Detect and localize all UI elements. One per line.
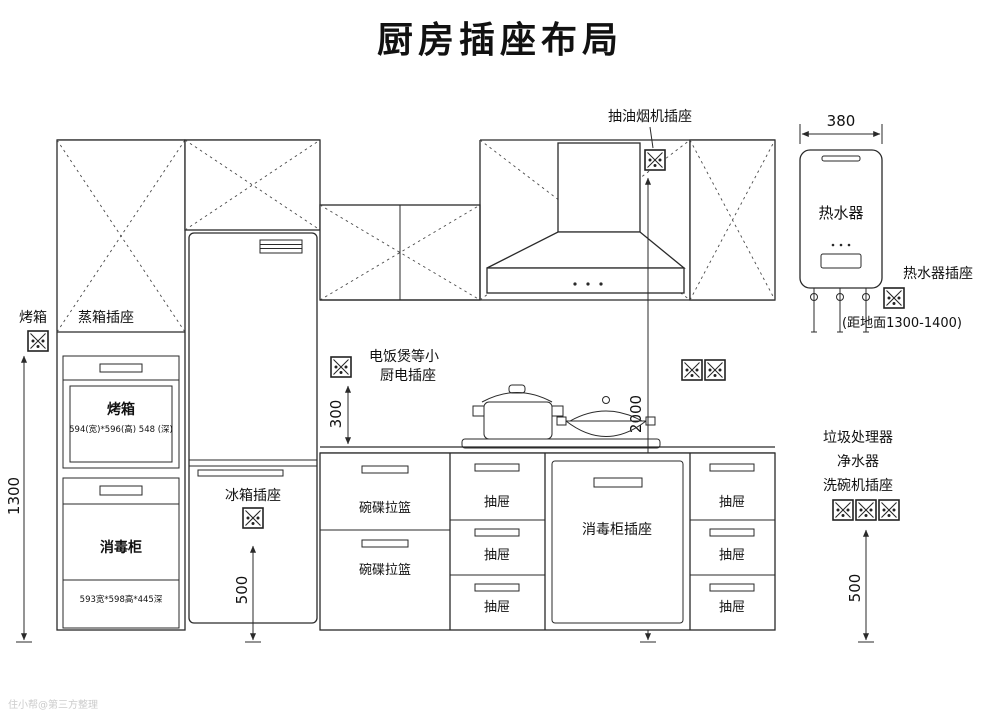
sterilizer-socket-cabinet: 消毒柜插座 [551,460,684,624]
cookware [461,384,661,449]
oven-socket-label: 烤箱 [19,310,47,326]
drawer-section-left: 抽屉 抽屉 抽屉 [450,463,545,615]
under-sink-socket-icon-1 [832,499,854,521]
hood-socket-icon [644,149,666,171]
left-tall-cabinet: 烤箱 594(宽)*596(高) 548 (深) 消毒柜 593宽*598高*4… [56,139,186,631]
water-heater-label: 热水器 [818,204,863,222]
range-hood [486,142,686,294]
dimension-2000: 2000 [627,395,645,433]
fridge-column: 冰箱插座 500 [184,139,321,643]
under-sink-socket-icon-2 [855,499,877,521]
sterilizer-cabinet: 消毒柜 593宽*598高*445深 [62,477,180,629]
built-in-oven: 烤箱 594(宽)*596(高) 548 (深) [62,355,180,469]
stove [461,438,661,449]
rice-cooker-socket-group: 电饭煲等小 厨电插座 300 [327,348,439,445]
dimension-500-fridge: 500 [233,576,251,605]
hood-socket-label: 抽油烟机插座 [608,109,692,125]
sterilizer-label: 消毒柜 [100,539,142,556]
countertop [319,446,776,631]
fridge-socket-icon [242,507,264,529]
dish-basket-section: 碗碟拉篮 碗碟拉篮 [320,465,450,578]
middle-wall-cabinets [319,204,481,301]
backsplash-socket-icon-1 [681,359,703,381]
garbage-disposal-label: 垃圾处理器 [823,430,893,446]
dimension-300: 300 [327,400,345,429]
drawer-label-1: 抽屉 [484,495,510,510]
oven-dimensions-label: 594(宽)*596(高) 548 (深) [69,424,173,435]
range-hood-region: 抽油烟机插座 [320,109,776,301]
drawer-label-4: 抽屉 [719,495,745,510]
dimension-1300: 1300 [5,477,23,515]
dish-basket-label-2: 碗碟拉篮 [359,562,411,578]
oven-label: 烤箱 [107,401,135,418]
fridge-socket-label: 冰箱插座 [225,488,281,504]
water-purifier-label: 净水器 [837,454,879,470]
heater-height-note: (距地面1300-1400) [842,316,962,331]
pressure-cooker [472,384,564,440]
rice-cooker-socket-label-1: 电饭煲等小 [369,348,439,365]
heater-socket-label: 热水器插座 [903,266,973,282]
drawer-label-2: 抽屉 [484,548,510,563]
dish-basket-label-1: 碗碟拉篮 [359,500,411,516]
steam-socket-label: 蒸箱插座 [78,310,134,326]
wok [556,396,656,437]
page-title: 厨房插座布局 [377,20,623,61]
water-heater-group: 380 热水器 热水器插座 (距地面1300-1400) [799,112,973,333]
drawer-label-6: 抽屉 [719,600,745,615]
dimension-500-right: 500 [846,574,864,603]
drawer-section-right: 抽屉 抽屉 抽屉 [690,463,775,615]
drawer-label-5: 抽屉 [719,548,745,563]
dishwasher-socket-label: 洗碗机插座 [823,478,893,494]
sterilizer-dimensions-label: 593宽*598高*445深 [80,594,163,605]
backsplash-socket-icon-2 [704,359,726,381]
under-sink-socket-icon-3 [878,499,900,521]
rice-cooker-socket-icon [330,356,352,378]
rice-cooker-socket-label-2: 厨电插座 [380,368,436,384]
water-heater-pipes [810,288,870,333]
backsplash-sockets [681,359,726,381]
drawer-label-3: 抽屉 [484,600,510,615]
dimension-380: 380 [827,112,856,130]
under-sink-sockets-group: 垃圾处理器 净水器 洗碗机插座 500 [823,430,900,643]
heater-socket-icon [883,287,905,309]
oven-steam-sockets: 烤箱 蒸箱插座 1300 [5,310,134,643]
watermark: 住小帮@第三方整理 [8,698,98,711]
base-cabinets: 碗碟拉篮 碗碟拉篮 抽屉 抽屉 抽屉 消毒柜插座 抽屉 [320,453,775,630]
oven-socket-icon [27,330,49,352]
sterilizer-socket-label: 消毒柜插座 [582,522,652,538]
